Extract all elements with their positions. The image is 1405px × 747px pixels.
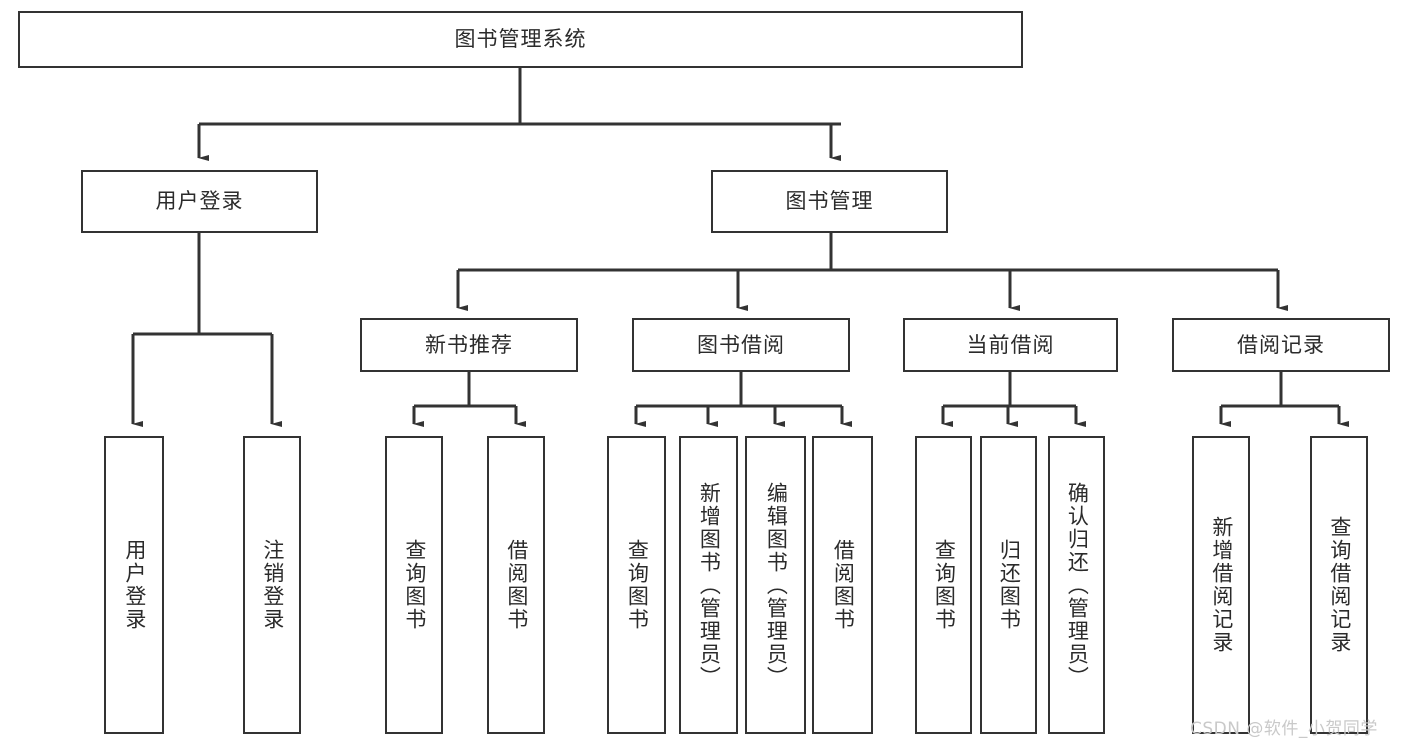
leaf-borrow-do-borrow[interactable]: 借阅图书 (812, 436, 873, 734)
leaf-current-query-book-label: 查询图书 (932, 539, 957, 631)
leaf-borrow-add-book-label: 新增图书（管理员） (697, 481, 722, 689)
node-book-management[interactable]: 图书管理 (711, 170, 948, 233)
leaf-borrow-query-book[interactable]: 查询图书 (607, 436, 666, 734)
node-root[interactable]: 图书管理系统 (18, 11, 1023, 68)
node-borrow-record[interactable]: 借阅记录 (1172, 318, 1390, 372)
leaf-record-add[interactable]: 新增借阅记录 (1192, 436, 1250, 734)
node-user-login-label: 用户登录 (155, 189, 244, 213)
leaf-current-query-book[interactable]: 查询图书 (915, 436, 972, 734)
leaf-new-query-book-label: 查询图书 (402, 539, 427, 631)
leaf-new-borrow-book-label: 借阅图书 (504, 539, 529, 631)
leaf-borrow-edit-book-label: 编辑图书（管理员） (764, 481, 789, 689)
csdn-watermark: CSDN @软件_小贺同学 (1190, 719, 1378, 739)
node-new-book-recommend-label: 新书推荐 (425, 332, 513, 357)
node-current-borrow-label: 当前借阅 (966, 332, 1055, 357)
leaf-current-confirm-return[interactable]: 确认归还（管理员） (1048, 436, 1105, 734)
leaf-record-add-label: 新增借阅记录 (1209, 516, 1234, 654)
leaf-new-borrow-book[interactable]: 借阅图书 (487, 436, 545, 734)
leaf-current-return-book[interactable]: 归还图书 (980, 436, 1037, 734)
leaf-borrow-edit-book[interactable]: 编辑图书（管理员） (745, 436, 806, 734)
node-borrow-record-label: 借阅记录 (1237, 332, 1325, 357)
node-book-borrow[interactable]: 图书借阅 (632, 318, 850, 372)
leaf-borrow-add-book[interactable]: 新增图书（管理员） (679, 436, 738, 734)
leaf-user-login[interactable]: 用户登录 (104, 436, 164, 734)
leaf-record-query-label: 查询借阅记录 (1327, 516, 1352, 654)
node-current-borrow[interactable]: 当前借阅 (903, 318, 1118, 372)
leaf-current-confirm-return-label: 确认归还（管理员） (1065, 481, 1090, 689)
leaf-current-return-book-label: 归还图书 (997, 539, 1022, 631)
node-book-borrow-label: 图书借阅 (697, 332, 785, 357)
node-book-management-label: 图书管理 (785, 189, 874, 213)
leaf-user-logout-label: 注销登录 (260, 539, 285, 631)
leaf-record-query[interactable]: 查询借阅记录 (1310, 436, 1368, 734)
node-new-book-recommend[interactable]: 新书推荐 (360, 318, 578, 372)
node-root-label: 图书管理系统 (454, 27, 587, 51)
leaf-user-login-label: 用户登录 (122, 539, 147, 631)
leaf-borrow-do-borrow-label: 借阅图书 (831, 539, 856, 631)
leaf-borrow-query-book-label: 查询图书 (625, 539, 650, 631)
leaf-user-logout[interactable]: 注销登录 (243, 436, 301, 734)
leaf-new-query-book[interactable]: 查询图书 (385, 436, 443, 734)
node-user-login[interactable]: 用户登录 (81, 170, 318, 233)
